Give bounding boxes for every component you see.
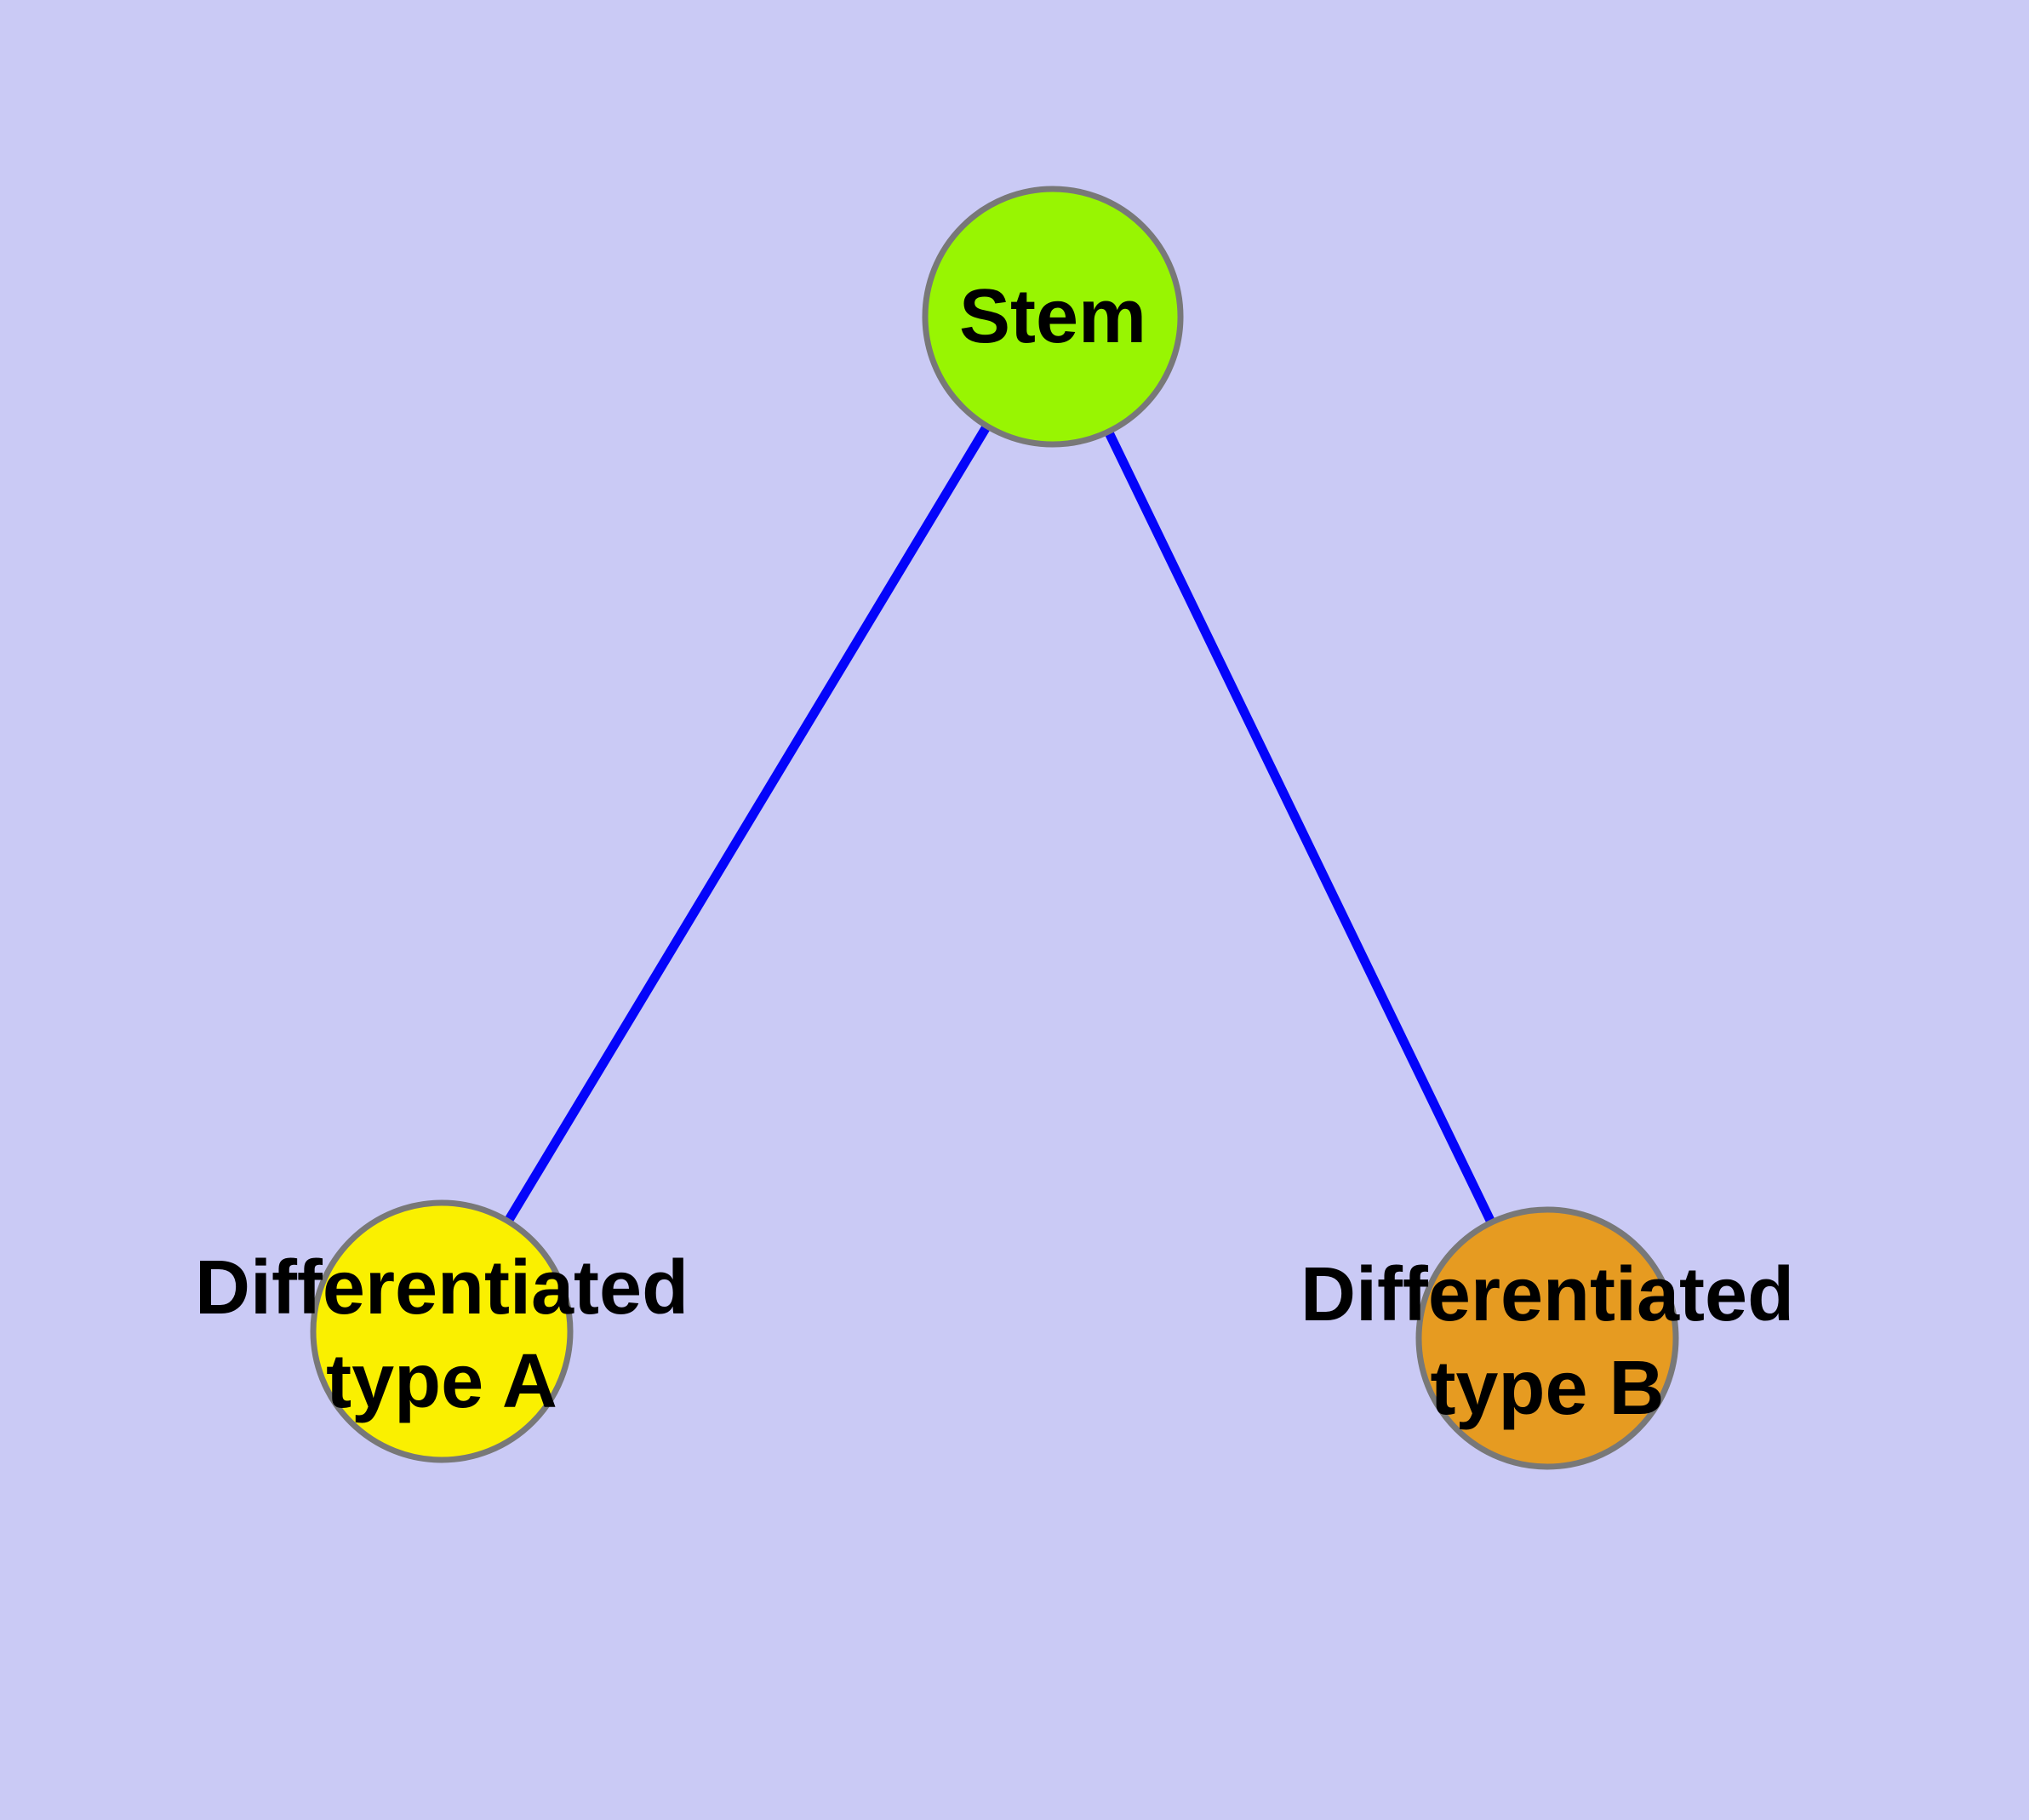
- node-stem: [922, 186, 1184, 448]
- node-label-stem: Stem: [958, 274, 1147, 359]
- node-differentiated-type-a: [310, 1199, 574, 1463]
- node-label-differentiated-type-a: Differentiated type A: [194, 1245, 689, 1424]
- node-differentiated-type-b: [1415, 1206, 1679, 1470]
- node-label-differentiated-type-b: Differentiated type B: [1300, 1252, 1795, 1431]
- edge-stem-to-type-b: [1049, 314, 1552, 1341]
- edge-stem-to-type-a: [437, 314, 1057, 1334]
